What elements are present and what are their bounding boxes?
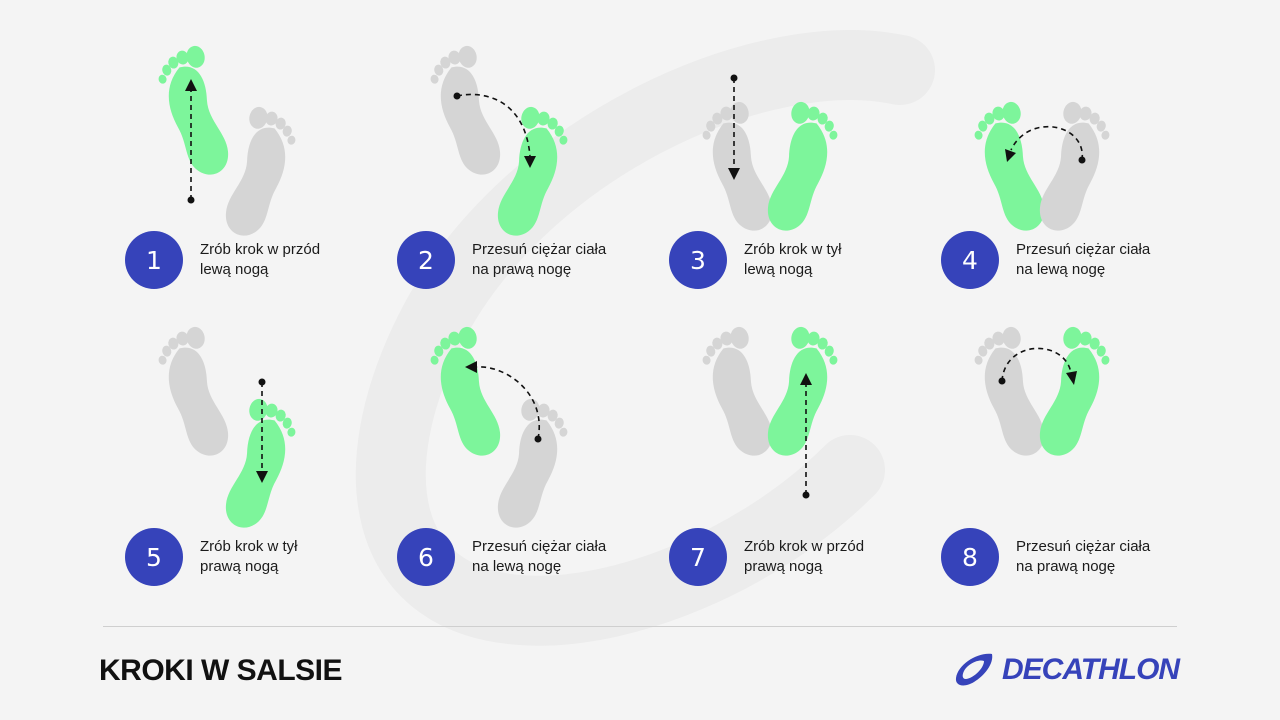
motion-arrow: [453, 92, 536, 168]
foot-right: [1040, 326, 1110, 456]
foot-right: [768, 326, 838, 456]
foot-left: [158, 326, 228, 456]
step-number-badge: 1: [125, 231, 183, 289]
motion-arrow: [256, 378, 268, 483]
foot-left: [430, 45, 500, 175]
foot-left: [974, 326, 1044, 456]
motion-arrow: [1005, 125, 1086, 164]
foot-left: [702, 101, 772, 231]
motion-arrow: [728, 74, 740, 180]
motion-arrow: [185, 79, 197, 204]
brand-swoosh-icon: [955, 653, 993, 686]
foot-right: [226, 106, 296, 236]
foot-left: [702, 326, 772, 456]
step-number-badge: 3: [669, 231, 727, 289]
motion-arrow: [800, 373, 812, 499]
motion-arrow: [465, 361, 542, 443]
step-number-badge: 8: [941, 528, 999, 586]
foot-left: [158, 45, 228, 175]
footer-divider: [103, 626, 1177, 627]
foot-left: [974, 101, 1044, 231]
step-number-badge: 7: [669, 528, 727, 586]
foot-right: [1040, 101, 1110, 231]
step-number-badge: 6: [397, 528, 455, 586]
foot-right: [768, 101, 838, 231]
foot-right: [498, 398, 568, 528]
foot-right: [498, 106, 568, 236]
foot-left: [430, 326, 500, 456]
step-number-badge: 4: [941, 231, 999, 289]
decathlon-logo: DECATHLON: [954, 650, 1180, 690]
foot-right: [226, 398, 296, 528]
page-title: KROKI W SALSIE: [99, 654, 343, 687]
step-number-badge: 5: [125, 528, 183, 586]
step-number-badge: 2: [397, 231, 455, 289]
motion-arrow: [998, 347, 1077, 385]
brand-name: DECATHLON: [1002, 653, 1180, 686]
